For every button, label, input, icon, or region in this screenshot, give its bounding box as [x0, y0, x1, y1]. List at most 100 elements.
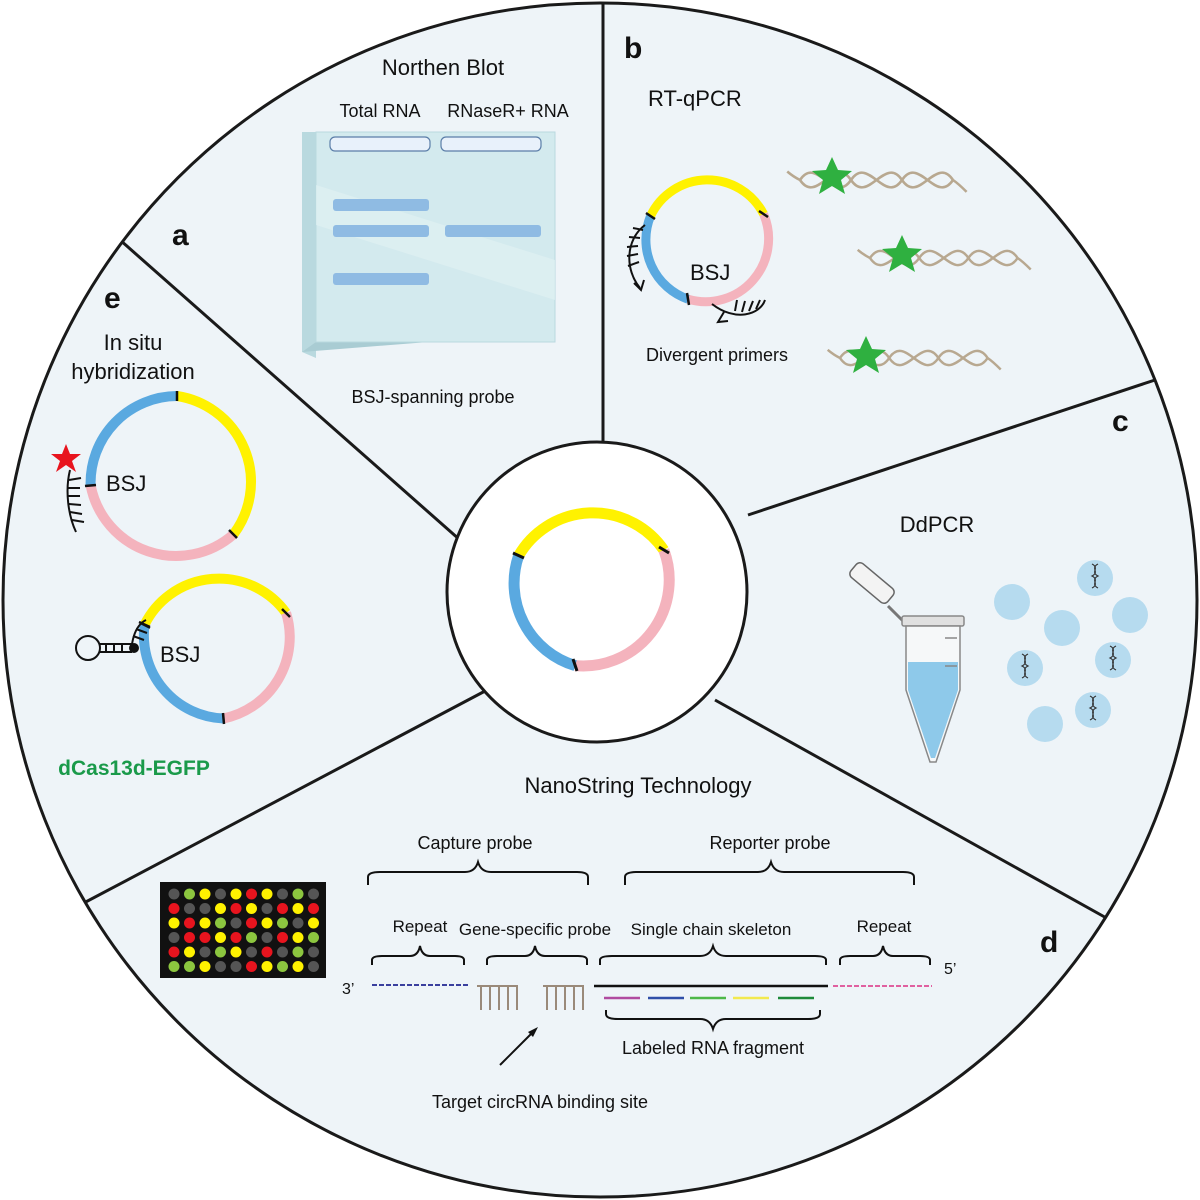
- star-icon: [846, 336, 886, 373]
- lane-label-total: Total RNA: [339, 101, 420, 121]
- reporter-probe-label: Reporter probe: [709, 833, 830, 853]
- array-spot: [261, 932, 273, 943]
- lane-label-rnaser: RNaseR+ RNA: [447, 101, 569, 121]
- array-spot: [230, 917, 242, 929]
- array-spot: [230, 961, 242, 972]
- brackets: [367, 858, 931, 1033]
- array-spot: [199, 888, 211, 900]
- array-spot: [292, 932, 304, 943]
- droplet: [1112, 597, 1148, 633]
- target-arrow-icon: [499, 1027, 538, 1066]
- array-spot: [184, 917, 195, 929]
- probe-icon: [66, 469, 85, 533]
- array-spot: [246, 946, 257, 958]
- gene-specific-label: Gene-specific probe: [459, 920, 611, 939]
- panel-b-letter: b: [624, 32, 642, 65]
- primer-arrow-icon: [626, 224, 646, 292]
- array-spot: [292, 961, 304, 972]
- array-spot: [184, 932, 195, 943]
- array-spot: [215, 961, 226, 972]
- end-5-label: 5’: [944, 961, 956, 978]
- array-spot: [308, 932, 319, 943]
- array-spot: [230, 888, 242, 900]
- array-spot: [277, 903, 288, 914]
- panel-e-bsj-label-1: BSJ: [106, 471, 146, 496]
- panel-b-bsj-label: BSJ: [690, 260, 730, 285]
- array-spot: [168, 946, 180, 958]
- array-spot: [215, 888, 226, 900]
- array-spot: [277, 888, 288, 900]
- array-spot: [215, 932, 226, 943]
- panel-d: d NanoString Technology Capture probe Re…: [160, 773, 1058, 1112]
- array-spot: [246, 903, 257, 914]
- array-spot: [308, 903, 319, 914]
- droplet: [1027, 706, 1063, 742]
- array-spot: [277, 946, 288, 958]
- skeleton-label: Single chain skeleton: [631, 920, 792, 939]
- star-icon: [882, 235, 922, 272]
- array-spot: [168, 932, 180, 943]
- panel-a-letter: a: [172, 219, 189, 252]
- panel-e-title-line2: hybridization: [71, 359, 195, 384]
- array-spot: [246, 961, 257, 972]
- panel-b: b RT-qPCR BSJ Divergent primers: [624, 32, 1032, 373]
- array-spot: [199, 961, 211, 972]
- array-spot: [308, 888, 319, 900]
- primer-arrow-icon: [711, 299, 766, 324]
- array-spot: [261, 917, 273, 929]
- panel-d-letter: d: [1040, 926, 1058, 959]
- array-spot: [230, 903, 242, 914]
- array-spot: [261, 961, 273, 972]
- array-spot: [184, 961, 195, 972]
- capture-probe-label: Capture probe: [417, 833, 532, 853]
- panel-c-letter: c: [1112, 405, 1129, 438]
- panel-b-title: RT-qPCR: [648, 86, 742, 111]
- panel-e: e In situ hybridization BSJ BSJ: [51, 282, 295, 780]
- array-spot: [292, 917, 304, 929]
- panel-e-cas-label: dCas13d-EGFP: [58, 757, 210, 780]
- array-spot: [277, 961, 288, 972]
- array-spot: [199, 946, 211, 958]
- array-spot: [215, 903, 226, 914]
- array-spot: [215, 946, 226, 958]
- repeat-right-label: Repeat: [857, 917, 912, 936]
- labeled-fragment-label: Labeled RNA fragment: [622, 1038, 804, 1058]
- panel-b-circrna-ring: [641, 175, 774, 307]
- droplet: [1044, 610, 1080, 646]
- panel-e-letter: e: [104, 282, 121, 315]
- array-spot: [308, 961, 319, 972]
- array-spot: [246, 917, 257, 929]
- panel-a-title: Northen Blot: [382, 55, 504, 80]
- array-spot: [184, 888, 195, 900]
- array-spot: [168, 888, 180, 900]
- panel-e-bsj-label-2: BSJ: [160, 642, 200, 667]
- array-spot: [168, 961, 180, 972]
- array-spot: [261, 888, 273, 900]
- array-spot: [230, 946, 242, 958]
- panel-d-title: NanoString Technology: [524, 773, 751, 798]
- hairpin-probe-icon: [75, 619, 151, 661]
- array-spot: [277, 932, 288, 943]
- array-spot: [184, 946, 195, 958]
- array-spot: [168, 903, 180, 914]
- array-spot: [215, 917, 226, 929]
- droplets: [994, 560, 1148, 742]
- array-spot: [292, 946, 304, 958]
- panel-e-circrna-ring-1: [84, 391, 256, 561]
- microarray-grid: [160, 882, 326, 978]
- array-spot: [184, 903, 195, 914]
- array-spot: [292, 903, 304, 914]
- star-icon: [812, 157, 852, 194]
- repeat-left-label: Repeat: [393, 917, 448, 936]
- star-icon: [51, 444, 81, 472]
- array-spot: [308, 917, 319, 929]
- array-spot: [230, 932, 242, 943]
- array-spot: [277, 917, 288, 929]
- array-spot: [199, 903, 211, 914]
- panel-c-title: DdPCR: [900, 512, 975, 537]
- panel-e-title-line1: In situ: [104, 330, 163, 355]
- array-spot: [308, 946, 319, 958]
- gene-specific-probe: [477, 985, 584, 1010]
- panel-b-caption: Divergent primers: [646, 345, 788, 365]
